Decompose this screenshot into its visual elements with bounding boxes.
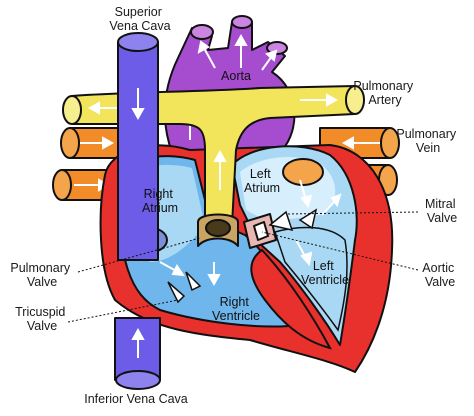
- pulmonary-artery-label: Pulmonary Artery: [353, 79, 416, 107]
- pulmonary-vein-label: Pulmonary Vein: [396, 127, 459, 155]
- left-ventricle-label: Left Ventricle: [301, 259, 349, 287]
- aortic-valve-label: Aortic Valve: [422, 261, 457, 289]
- superior-vena-cava-label: Superior Vena Cava: [109, 5, 170, 33]
- left-atrium-label: Left Atrium: [244, 167, 280, 195]
- pulmonary-valve-label: Pulmonary Valve: [10, 261, 73, 289]
- inferior-vena-cava-label: Inferior Vena Cava: [84, 392, 188, 406]
- mitral-valve-shape: [268, 208, 318, 232]
- vena-cava: [114, 32, 161, 390]
- flow-arrows: [159, 179, 342, 287]
- mitral-valve-label: Mitral Valve: [425, 197, 459, 225]
- right-ventricle-label: Right Ventricle: [212, 295, 260, 323]
- left-atrium-opening: [282, 158, 324, 186]
- valves: [167, 208, 318, 304]
- septum: [250, 248, 332, 350]
- right-atrium-label: Right Atrium: [142, 187, 178, 215]
- tricuspid-valve-shape: [167, 271, 202, 304]
- aorta-label: Aorta: [221, 69, 251, 83]
- left-ventricle-chamber: [274, 226, 348, 332]
- leader-lines: [67, 211, 419, 323]
- tricuspid-valve-label: Tricuspid Valve: [15, 305, 69, 333]
